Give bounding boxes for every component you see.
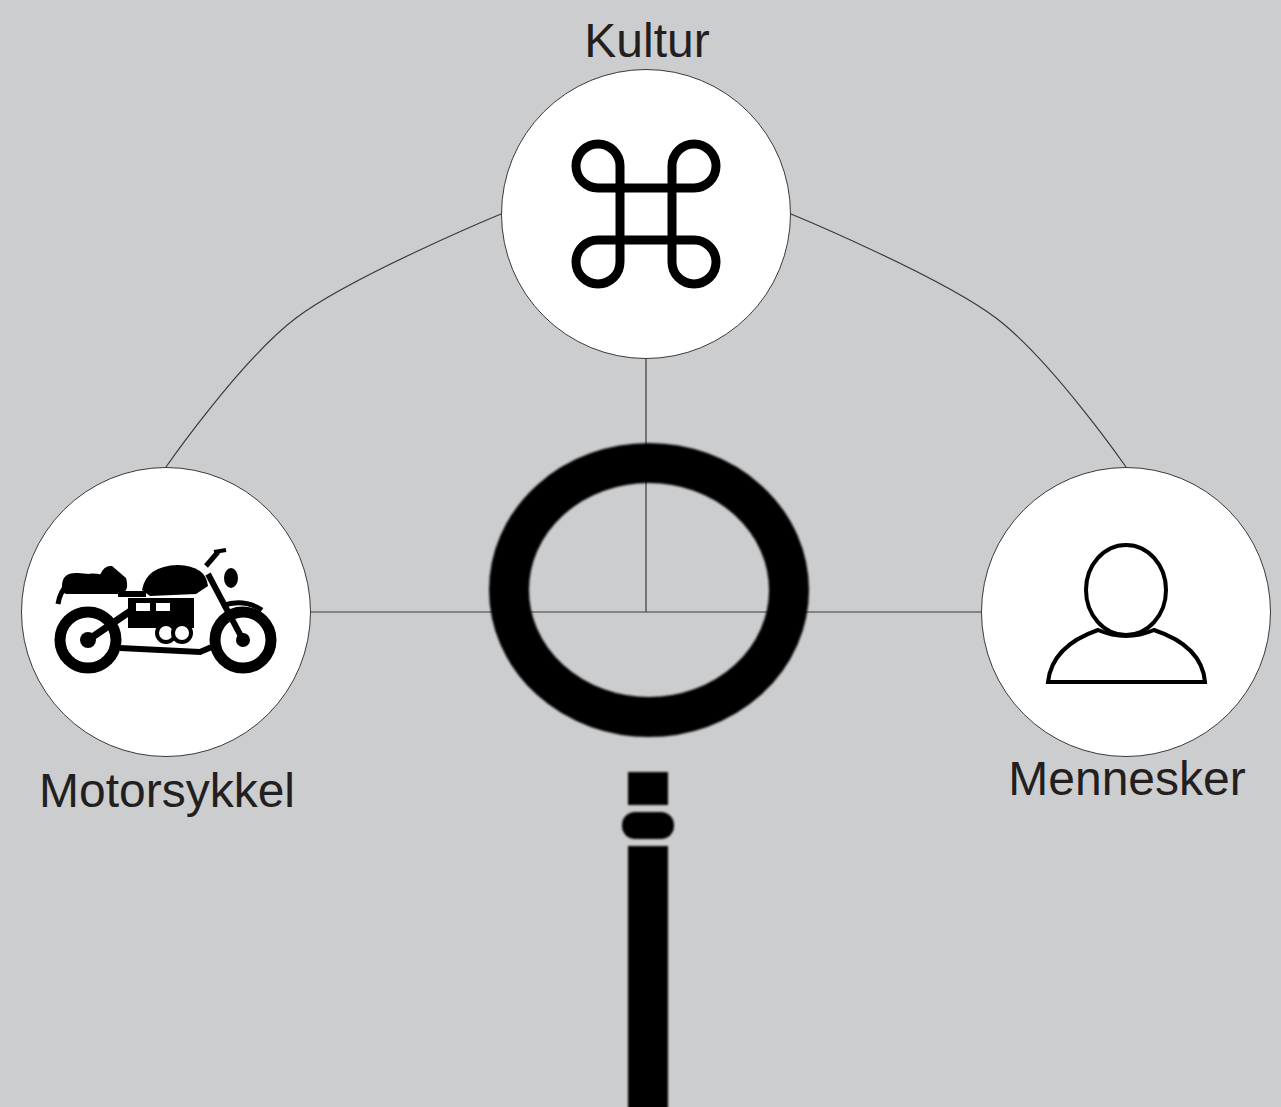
person-icon bbox=[1048, 545, 1205, 682]
magnifying-glass bbox=[509, 463, 789, 1107]
magnifier-handle bbox=[628, 846, 668, 1107]
person-head bbox=[1086, 545, 1166, 635]
handlebar bbox=[206, 552, 218, 566]
magnifier-collar bbox=[622, 812, 674, 839]
headlight bbox=[224, 568, 238, 588]
vertical-line bbox=[645, 359, 646, 612]
connector-line bbox=[791, 214, 1126, 467]
swing-arm bbox=[88, 610, 132, 640]
circle-node: Kultur bbox=[501, 69, 791, 359]
command-loops bbox=[576, 144, 716, 284]
person-shoulders bbox=[1048, 630, 1205, 682]
motorcycle-icon bbox=[58, 550, 271, 668]
node-label-holder: Mennesker bbox=[1008, 751, 1245, 807]
engine-fin bbox=[136, 603, 150, 611]
fuel-tank bbox=[142, 565, 208, 596]
front-fender bbox=[222, 603, 262, 610]
node-label-holder: Motorsykkel bbox=[39, 763, 295, 819]
engine-cover bbox=[173, 624, 191, 642]
node-label: Motorsykkel bbox=[39, 763, 295, 819]
engine-fin bbox=[156, 603, 170, 611]
node-label: Mennesker bbox=[1008, 751, 1245, 807]
seat bbox=[62, 566, 128, 594]
magnifier-ring bbox=[509, 463, 789, 717]
node-label-holder: Kultur bbox=[584, 13, 709, 69]
handlebar-grip bbox=[214, 550, 226, 552]
node-label: Kultur bbox=[584, 13, 709, 69]
command-symbol bbox=[576, 144, 716, 284]
connector-line bbox=[166, 214, 501, 467]
frame bbox=[118, 591, 146, 597]
connector-line bbox=[311, 611, 981, 612]
exhaust bbox=[120, 646, 214, 652]
magnifier-neck bbox=[628, 772, 668, 805]
circle-node: Mennesker bbox=[981, 467, 1271, 757]
